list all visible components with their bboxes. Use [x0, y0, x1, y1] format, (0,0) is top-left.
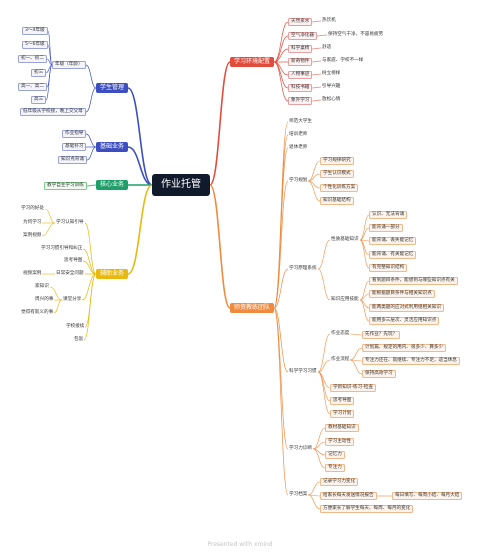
study-law[interactable]: 学习规律研究 [320, 157, 354, 165]
branch-student-management[interactable]: 学生管理 [96, 83, 129, 93]
apply-level-1[interactable]: 看到题目条件，能想到与哪些知识点有关 [369, 277, 458, 285]
grade-label[interactable]: 年级（年龄） [52, 61, 86, 69]
principle-basic[interactable]: 性质基础知识 [331, 237, 359, 242]
archive-monthly[interactable]: 方便家长了解学生每天、每周、每月的变化 [320, 505, 414, 513]
env-desk[interactable]: 科学桌椅 [288, 45, 313, 53]
env-books[interactable]: 科技书籍 [288, 84, 313, 92]
learning-archive[interactable]: 学习档案 [289, 492, 308, 497]
archive-report[interactable]: 给家长每天发送情况报告 [320, 492, 377, 500]
habit-flow[interactable]: 作业流程 [331, 357, 350, 362]
team-retired[interactable]: 退休老师 [289, 145, 308, 150]
ability-focus[interactable]: 专注力 [325, 464, 345, 472]
habit-mindmap[interactable]: 思考导图 [330, 397, 355, 405]
ability-diagnosis[interactable]: 学习力诊断 [289, 446, 312, 451]
basic-item-homework[interactable]: 作业指导 [62, 130, 87, 138]
grade-5-6[interactable]: 5～6年级 [22, 41, 48, 49]
branch-aux-business[interactable]: 辅助业务 [96, 269, 129, 279]
ability-memory[interactable]: 记忆力 [325, 451, 345, 459]
parent-pickup[interactable]: 低年级从学校接，晚上交父母 [20, 108, 86, 116]
habit-attitude[interactable]: 作业态度 [331, 331, 350, 336]
env-role-model[interactable]: 人物事迹 [288, 71, 313, 79]
archive-report-detail[interactable]: 每日填写、每周小结、每月大结 [392, 492, 463, 500]
branch-core-business[interactable]: 核心业务 [96, 180, 129, 190]
env-air-detail[interactable]: 保持空气干净，不容易疲劳 [328, 32, 384, 37]
env-books-detail[interactable]: 引导兴趣 [322, 84, 341, 89]
team-trainers[interactable]: 培训老师 [289, 132, 308, 137]
habit-attitude-question[interactable]: 先作业？先玩？ [362, 331, 401, 339]
env-air[interactable]: 空气净化器 [288, 32, 317, 40]
principle-system[interactable]: 学习原理系统 [289, 266, 317, 271]
branch-basic-business[interactable]: 基础业务 [96, 142, 129, 152]
grade-senior-3[interactable]: 高三 [31, 96, 47, 104]
aux-meal[interactable]: 包饭 [74, 337, 84, 342]
habit-flow-focus[interactable]: 专注力还在、就继续、专注力不足，适当休息 [362, 357, 460, 365]
basic-level-1[interactable]: 认识、无法背诵 [369, 211, 408, 219]
ability-initiative[interactable]: 学习主动性 [325, 438, 354, 446]
aux-why-learn[interactable]: 为何学习 [23, 220, 42, 225]
env-role-model-detail[interactable]: 树立榜样 [322, 71, 341, 76]
root-topic[interactable]: 作业托管 [152, 174, 210, 196]
aux-safety[interactable]: 日常安全问题 [56, 271, 84, 276]
basic-item-recitation[interactable]: 知识点背诵 [58, 156, 87, 164]
env-desk-detail[interactable]: 舒适 [322, 45, 332, 50]
team-normal-students[interactable]: 师范大学生 [289, 119, 312, 124]
aux-benefit[interactable]: 学习的好处 [21, 206, 44, 211]
basic-level-3[interactable]: 能背诵、丢失能记忆 [369, 237, 417, 245]
study-personal[interactable]: 个性化训练方案 [320, 184, 359, 192]
study-structure[interactable]: 知识基础结构 [320, 197, 354, 205]
grade-junior-3[interactable]: 初三 [31, 69, 47, 77]
aux-home-knowledge[interactable]: 家知识 [35, 284, 49, 289]
branch-environment[interactable]: 学习环境配置 [230, 57, 275, 67]
aux-school-pickup[interactable]: 学校接续 [66, 324, 85, 329]
basic-level-4[interactable]: 能背诵、有关能记忆 [369, 251, 417, 259]
aux-interesting[interactable]: 周兴的事 [35, 297, 54, 302]
aux-cognition[interactable]: 学习认知引导 [56, 220, 84, 225]
study-cognition[interactable]: 学生认识模式 [320, 170, 354, 178]
env-novelty[interactable]: 新奇物件 [288, 58, 313, 66]
archive-change[interactable]: 记录学习力变化 [320, 478, 359, 486]
study-plan[interactable]: 学习规划 [289, 178, 308, 183]
habit-flow-plan[interactable]: 计划篇、规定的用内、很多少、算多少 [362, 344, 447, 352]
ability-textbook[interactable]: 教材基础知识 [325, 424, 359, 432]
basic-level-5[interactable]: 有完整知识结构 [369, 264, 408, 272]
env-outside-detail[interactable]: 放松心情 [322, 97, 341, 102]
habit-system[interactable]: 科学学习习惯 [289, 369, 317, 374]
aux-meaningful[interactable]: 觉得有就义的事 [21, 310, 54, 315]
env-outside[interactable]: 象外学习 [288, 97, 313, 105]
principle-apply[interactable]: 知识应用技能 [331, 297, 359, 302]
env-water-detail[interactable]: 热饮机 [322, 18, 336, 23]
basic-level-2[interactable]: 能背诵一部分 [369, 224, 403, 232]
aux-class-share[interactable]: 课堂分享 [63, 297, 82, 302]
habit-flow-efficient[interactable]: 保持高效学习 [362, 370, 396, 378]
habit-plan[interactable]: 学习计划 [330, 410, 355, 418]
aux-case-video[interactable]: 案例视频 [23, 233, 42, 238]
habit-new-knowledge[interactable]: 学新知识-练习-检查 [330, 384, 377, 392]
branch-teacher-team[interactable]: 师资教练团队 [230, 303, 275, 313]
grade-senior-1-2[interactable]: 高一、高二 [18, 83, 47, 91]
grade-3-4[interactable]: 3～4年级 [22, 27, 48, 35]
xmind-watermark: Presented with xmind [207, 541, 273, 548]
env-novelty-detail[interactable]: 与家庭、学校不一样 [322, 58, 364, 63]
env-water[interactable]: 天然泉水 [288, 18, 313, 26]
basic-item-tutoring[interactable]: 基础补习 [62, 143, 87, 151]
core-item-training[interactable]: 教学自主学习训练 [44, 182, 87, 190]
apply-level-3[interactable]: 能两类题的应对式利用组相关知识 [369, 304, 444, 312]
aux-habit[interactable]: 学习习惯引导和纠正 [41, 246, 83, 251]
grade-junior-1-2[interactable]: 初一、初二 [18, 55, 47, 63]
apply-level-2[interactable]: 能根据题目条件与相关知识点 [369, 290, 435, 298]
apply-level-4[interactable]: 能用多三层次、灵活应用知识点 [369, 317, 440, 325]
aux-mindmap[interactable]: 思考导图 [64, 258, 83, 263]
aux-video-case[interactable]: 视频案例 [23, 271, 42, 276]
